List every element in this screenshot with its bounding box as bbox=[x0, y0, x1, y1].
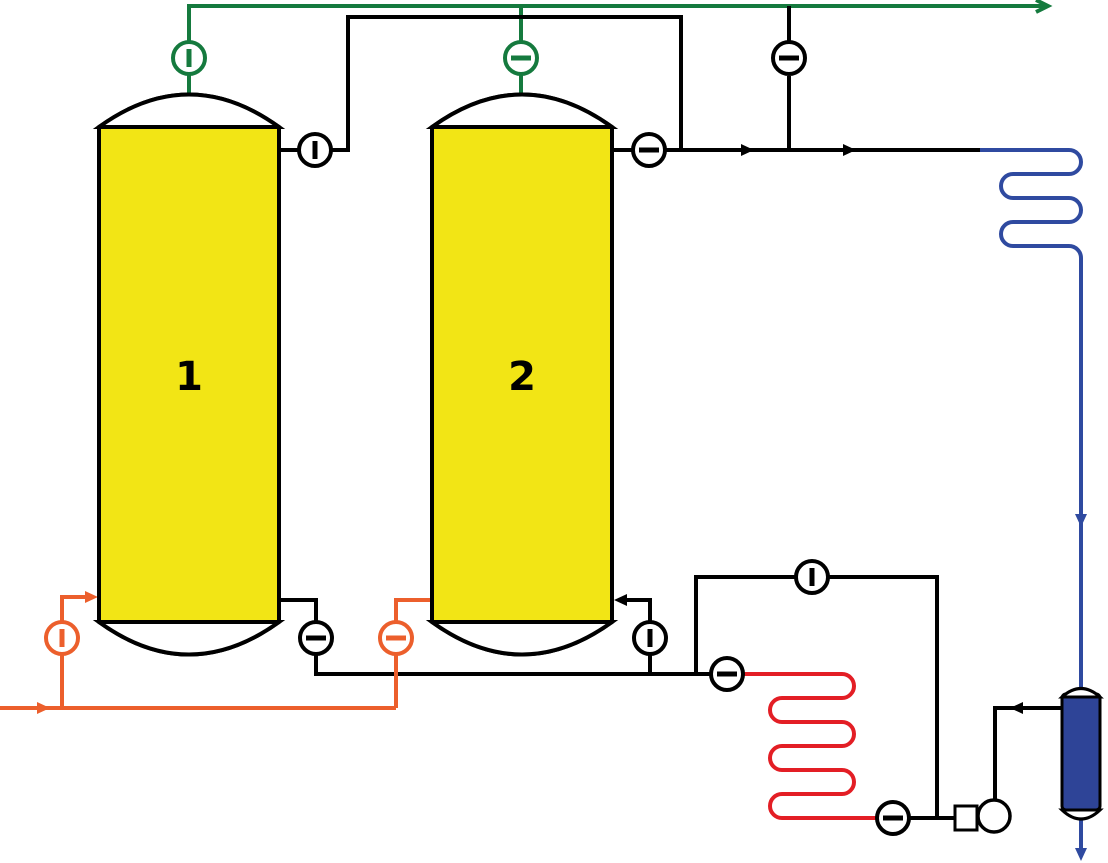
separator-top-cap bbox=[1058, 687, 1104, 699]
vessel-1-label: 1 bbox=[175, 354, 203, 400]
pump[interactable] bbox=[953, 798, 1012, 834]
vessel-1[interactable]: 1 bbox=[92, 92, 286, 657]
vessel-2-top-dome bbox=[425, 92, 619, 129]
valve-heater-in-icon[interactable] bbox=[709, 656, 745, 692]
separator-bottom-cap bbox=[1058, 808, 1104, 821]
vessel-1-top-dome bbox=[92, 92, 286, 129]
valve-in-1-icon[interactable] bbox=[44, 620, 80, 656]
vessel-2[interactable]: 2 bbox=[425, 92, 619, 657]
pump-casing bbox=[976, 798, 1012, 834]
valve-bot-1-icon[interactable] bbox=[298, 620, 334, 656]
valve-out-2-icon[interactable] bbox=[631, 132, 667, 168]
valve-out-1-icon[interactable] bbox=[297, 132, 333, 168]
orange-feed-lines bbox=[0, 595, 432, 710]
vessel-2-label: 2 bbox=[508, 354, 536, 400]
heater-coil bbox=[744, 672, 876, 820]
green-header-line bbox=[187, 0, 1053, 95]
flow-arrows-orange bbox=[37, 591, 98, 714]
flow-arrows-black bbox=[614, 144, 1023, 714]
valve-top-1-icon[interactable] bbox=[171, 40, 207, 76]
black-piping bbox=[278, 6, 1062, 820]
valve-top-bypass-icon[interactable] bbox=[771, 40, 807, 76]
valve-in-2-icon[interactable] bbox=[378, 620, 414, 656]
pump-motor bbox=[953, 804, 979, 832]
vessel-1-bottom-dome bbox=[92, 620, 286, 657]
valve-heater-out-icon[interactable] bbox=[875, 800, 911, 836]
valve-top-2-icon[interactable] bbox=[503, 40, 539, 76]
separator-body bbox=[1060, 692, 1102, 812]
valve-bypass-right-icon[interactable] bbox=[794, 559, 830, 595]
valve-bot-2-icon[interactable] bbox=[632, 620, 668, 656]
flow-arrows-blue bbox=[1075, 514, 1087, 861]
separator-column[interactable] bbox=[1058, 687, 1104, 821]
valves bbox=[44, 40, 911, 836]
vessel-2-bottom-dome bbox=[425, 620, 619, 657]
